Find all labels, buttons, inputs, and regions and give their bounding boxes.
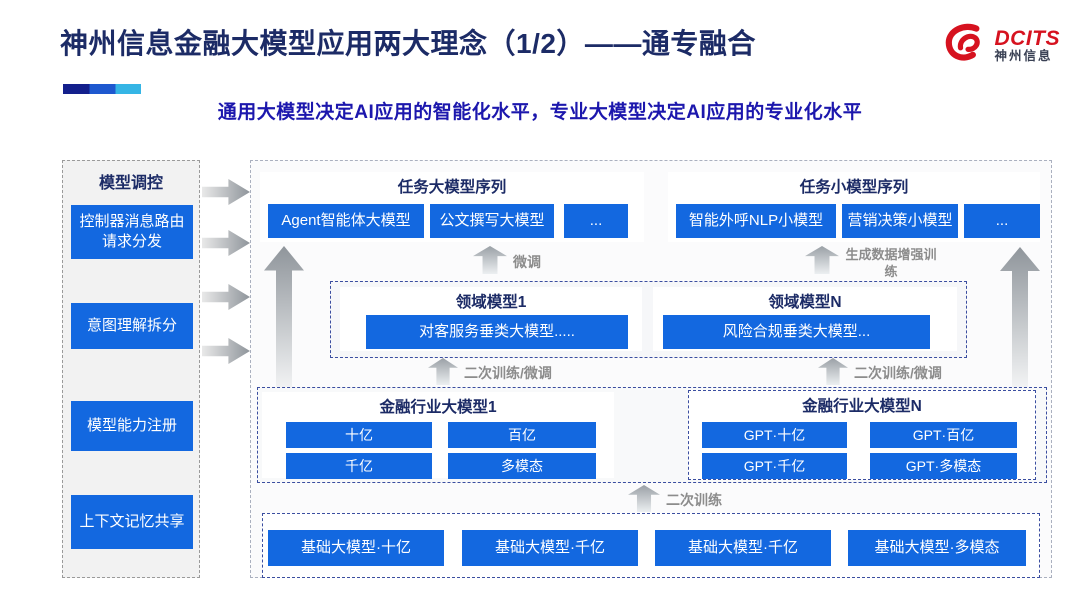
- page-subtitle: 通用大模型决定AI应用的智能化水平，专业大模型决定AI应用的专业化水平: [217, 102, 863, 123]
- hundred-billion-model-box: 千亿: [286, 453, 432, 479]
- logo-brand-cn-text: 神州信息: [994, 48, 1053, 63]
- domain-model-n-title: 领域模型N: [768, 294, 842, 311]
- right-arrow-icon: [202, 284, 250, 310]
- page-title: 神州信息金融大模型应用两大理念（1/2）——通专融合: [60, 28, 756, 59]
- domain-model-1-title: 领域模型1: [455, 294, 527, 311]
- retrain-label: 二次训练: [666, 492, 722, 508]
- sidebar-item-context-memory: 上下文记忆共享: [71, 495, 193, 549]
- company-logo: DCITS 神州信息: [943, 22, 1061, 69]
- base-model-multimodal-box: 基础大模型·多模态: [848, 530, 1026, 566]
- base-model-hundred-billion-box-2: 基础大模型·千亿: [655, 530, 831, 566]
- multimodal-model-box: 多模态: [448, 453, 596, 479]
- retrain-finetune-label-right: 二次训练/微调: [854, 365, 942, 381]
- task-large-model-title: 任务大模型序列: [397, 179, 507, 196]
- industry-model-1-title: 金融行业大模型1: [379, 399, 497, 416]
- gpt-billion-model-box: GPT·十亿: [702, 422, 847, 448]
- gpt-multimodal-model-box: GPT·多模态: [870, 453, 1017, 479]
- sidebar-item-capability-register: 模型能力注册: [71, 401, 193, 451]
- logo-brand-text: DCITS: [994, 26, 1060, 50]
- risk-compliance-vertical-model-box: 风险合规垂类大模型...: [663, 315, 930, 349]
- right-arrow-icon: [202, 230, 250, 256]
- agent-large-model-box: Agent智能体大模型: [268, 204, 424, 238]
- base-model-hundred-billion-box: 基础大模型·千亿: [462, 530, 638, 566]
- ten-billion-model-box: 百亿: [448, 422, 596, 448]
- task-large-ellipsis-box: ...: [564, 204, 628, 238]
- model-control-title: 模型调控: [98, 175, 163, 192]
- gpt-hundred-billion-model-box: GPT·千亿: [702, 453, 847, 479]
- finetune-label: 微调: [513, 254, 541, 270]
- right-arrow-icon: [202, 338, 250, 364]
- marketing-small-model-box: 营销决策小模型: [842, 204, 958, 238]
- base-model-billion-box: 基础大模型·十亿: [268, 530, 444, 566]
- outbound-nlp-small-model-box: 智能外呼NLP小模型: [676, 204, 836, 238]
- sidebar-item-intent-split: 意图理解拆分: [71, 303, 193, 349]
- task-small-model-title: 任务小模型序列: [799, 179, 909, 196]
- title-accent-bar: [63, 84, 141, 94]
- doc-writing-large-model-box: 公文撰写大模型: [430, 204, 554, 238]
- right-arrow-icon: [202, 179, 250, 205]
- sidebar-item-controller-routing: 控制器消息路由请求分发: [71, 205, 193, 259]
- billion-model-box: 十亿: [286, 422, 432, 448]
- model-control-panel: 模型调控 控制器消息路由请求分发 意图理解拆分 模型能力注册 上下文记忆共享: [62, 160, 200, 578]
- industry-model-n-title: 金融行业大模型N: [802, 398, 922, 415]
- task-small-ellipsis-box: ...: [964, 204, 1040, 238]
- dcits-swirl-icon: [943, 22, 989, 69]
- gen-data-train-label: 生成数据增强训练: [845, 247, 937, 279]
- customer-service-vertical-model-box: 对客服务垂类大模型.....: [366, 315, 628, 349]
- retrain-finetune-label-left: 二次训练/微调: [464, 365, 552, 381]
- gpt-ten-billion-model-box: GPT·百亿: [870, 422, 1017, 448]
